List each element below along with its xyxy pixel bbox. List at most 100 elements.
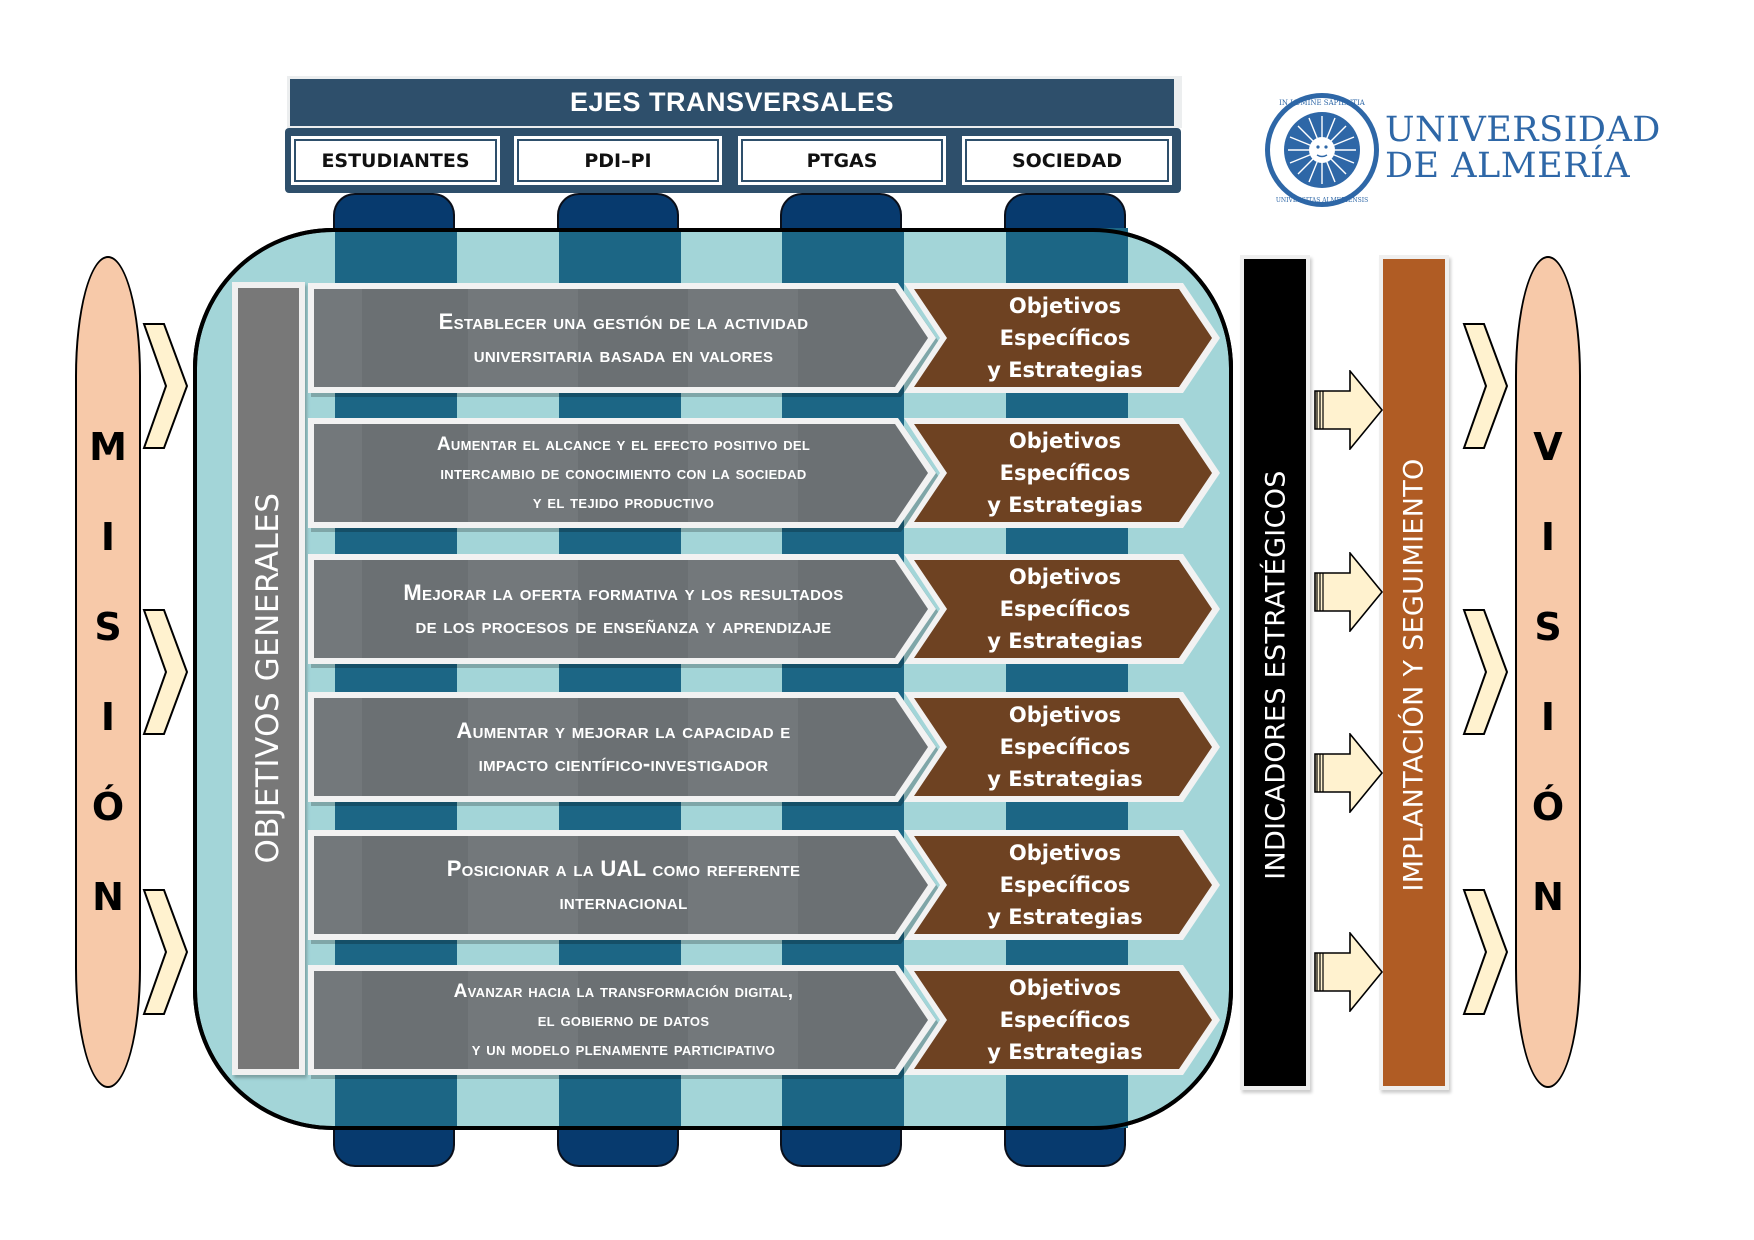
arrow-band [468,289,578,387]
vision-chevron-icon [1462,609,1509,735]
objective-arrow [314,560,928,658]
objective-arrows [308,830,1220,944]
vision-letter: N [1532,875,1564,919]
objetivos-generales-label: OBJETIVOS GENERALES [250,492,286,864]
specific-objectives-line: y Estrategias [987,1040,1143,1064]
objective-title-line: Avanzar hacia la transformación digital, [453,980,794,1002]
axis-pdi-pi: PDI–PI [512,134,724,187]
objective-row: Mejorar la oferta formativa y los result… [308,554,1228,668]
arrow-band [688,971,798,1069]
specific-objectives-line: Objetivos Específicos [999,976,1131,1032]
objective-row: Establecer una gestión de la actividad un… [308,283,1228,397]
arrow-band [314,836,362,934]
vision-letter: I [1540,515,1556,559]
arrow-band [468,424,578,522]
specific-objectives-line: Objetivos Específicos [999,703,1131,759]
specific-arrow [914,971,1212,1069]
objective-title: Avanzar hacia la transformación digital,… [316,965,931,1075]
specific-arrow [914,560,1212,658]
arrow-band [314,560,362,658]
arrow-band [314,424,362,522]
specific-arrow [914,836,1212,934]
objective-row: Avanzar hacia la transformación digital,… [308,965,1228,1079]
axis-ptgas: PTGAS [736,134,948,187]
objective-title-line: Posicionar a la UAL como referente [446,856,801,881]
arrow-band [468,560,578,658]
arrow-band [688,424,798,522]
specific-objectives-line: y Estrategias [987,493,1143,517]
specific-objectives-label: Objetivos Específicos y Estrategias [940,830,1190,940]
objective-title-line: de los procesos de enseñanza y aprendiza… [415,613,832,638]
specific-objectives-line: Objetivos Específicos [999,294,1131,350]
mision-letter: Ó [91,785,125,829]
indicadores-estrategicos-bar [1244,259,1306,1086]
vision-letter: Ó [1531,785,1565,829]
objective-title-line: universitaria basada en valores [473,342,774,367]
specific-arrow [914,698,1212,796]
mision-chevron-icon [142,609,189,735]
implantacion-seguimiento-bar [1383,259,1445,1086]
mision-letter: I [100,695,116,739]
university-name-line1: UNIVERSIDAD [1385,110,1661,150]
objective-title-line: Aumentar el alcance y el efecto positivo… [436,433,811,455]
axis-estudiantes: ESTUDIANTES [289,134,502,187]
objective-row: Posicionar a la UAL como referente intern… [308,830,1228,944]
university-name: UNIVERSIDAD DE ALMERÍA [1385,112,1661,184]
axis-sociedad: SOCIEDAD [960,134,1174,187]
seal-text-bottom: UNIVERSITAS ALMERIENSIS [1276,197,1368,204]
seal-text-top: IN LUMINE SAPIENTIA [1279,99,1366,107]
right-block-arrow-icon [1314,932,1384,1012]
arrow-band [688,560,798,658]
arrow-band [688,289,798,387]
specific-objectives-line: Objetivos Específicos [999,429,1131,485]
objective-title-line: Establecer una gestión de la actividad [438,309,809,334]
objective-arrows [308,554,1220,668]
vision-pill [1515,256,1581,1088]
mision-letter: S [94,605,122,649]
arrow-band [688,698,798,796]
specific-objectives-label: Objetivos Específicos y Estrategias [940,965,1190,1075]
mision-pill [75,256,141,1088]
vision-chevron-icon [1462,889,1509,1015]
objective-title: Establecer una gestión de la actividad un… [316,283,931,393]
arrow-band [314,289,362,387]
mision-letter: I [100,515,116,559]
objective-title: Posicionar a la UAL como referente intern… [316,830,931,940]
mision-letter: M [89,425,127,469]
specific-objectives-line: y Estrategias [987,358,1143,382]
objective-title: Aumentar el alcance y el efecto positivo… [316,418,931,528]
objetivos-generales-bar [238,288,299,1069]
objective-arrows [308,418,1220,532]
implantacion-seguimiento-label: IMPLANTACIÓN Y SEGUIMIENTO [1398,458,1430,892]
specific-objectives-line: Objetivos Específicos [999,565,1131,621]
objective-title: Mejorar la oferta formativa y los result… [316,554,931,664]
university-name-line2: DE ALMERÍA [1385,146,1631,186]
specific-objectives-line: y Estrategias [987,629,1143,653]
arrow-band [688,836,798,934]
specific-objectives-line: Objetivos Específicos [999,841,1131,897]
specific-objectives-label: Objetivos Específicos y Estrategias [940,283,1190,393]
objective-title-line: impacto científico-investigador [478,751,769,776]
objective-arrows [308,283,1220,397]
right-block-arrow-icon [1314,552,1384,632]
objective-title-line: y un modelo plenamente participativo [471,1038,776,1060]
arrow-band [468,836,578,934]
objective-title-line: y el tejido productivo [532,491,715,513]
university-seal-icon: IN LUMINE SAPIENTIA UNIVERSITAS ALMERIEN… [1265,93,1379,207]
objective-title-line: Aumentar y mejorar la capacidad e [456,718,791,743]
indicadores-estrategicos-label: INDICADORES ESTRATÉGICOS [1260,470,1292,880]
specific-objectives-line: y Estrategias [987,905,1143,929]
mision-letter: N [92,875,124,919]
arrow-band [314,698,362,796]
arrow-band [314,971,362,1069]
vision-letter: S [1534,605,1562,649]
objective-arrow [314,289,928,387]
specific-objectives-label: Objetivos Específicos y Estrategias [940,418,1190,528]
vision-chevron-icon [1462,323,1509,449]
objective-title-line: internacional [559,889,688,914]
vision-letter: V [1533,425,1563,469]
objective-arrow [314,971,928,1069]
objective-arrows [308,692,1220,806]
arrow-band [468,971,578,1069]
objective-row: Aumentar y mejorar la capacidad e impacto… [308,692,1228,806]
